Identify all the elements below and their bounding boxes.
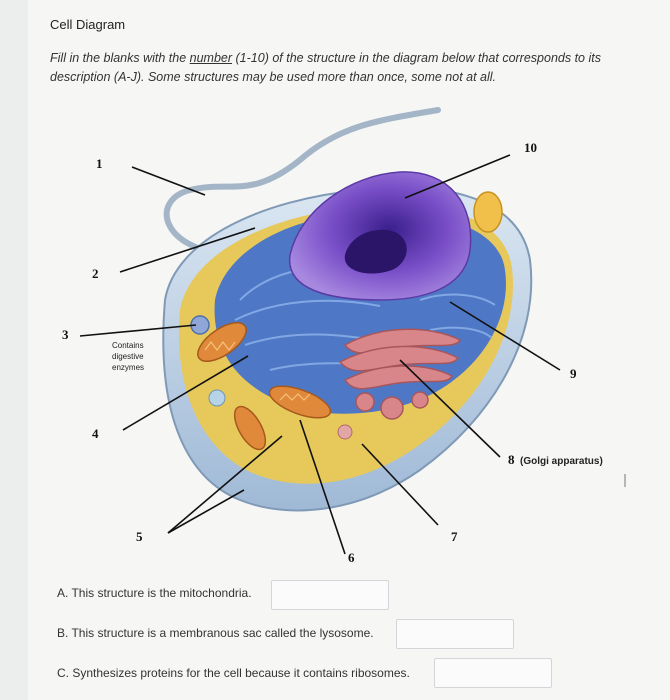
label-2: 2 — [92, 266, 99, 281]
label-3: 3 — [62, 327, 69, 342]
question-c: C. Synthesizes proteins for the cell bec… — [57, 666, 410, 680]
label-10: 10 — [524, 140, 537, 155]
answer-c-input[interactable] — [434, 658, 552, 688]
question-a-letter: A. — [57, 586, 69, 600]
vesicle — [337, 424, 353, 440]
annotation-line-3: enzymes — [112, 363, 144, 372]
mitochondria — [197, 321, 332, 451]
golgi-apparatus — [338, 328, 462, 420]
instructions: Fill in the blanks with the number (1-10… — [50, 49, 630, 87]
label-7: 7 — [451, 529, 458, 544]
question-b: B. This structure is a membranous sac ca… — [57, 626, 374, 640]
label-9: 9 — [570, 366, 577, 381]
question-a-text: This structure is the mitochondria. — [71, 586, 252, 600]
label-1: 1 — [96, 156, 103, 171]
mitochondria-cristae — [204, 341, 311, 401]
vacuole — [473, 191, 503, 233]
vesicle — [208, 389, 226, 407]
instructions-prefix: Fill in the blanks with the — [50, 51, 190, 65]
annotation-line-1: Contains — [112, 341, 144, 350]
flagellum — [163, 107, 441, 258]
question-c-text: Synthesizes proteins for the cell becaus… — [72, 666, 410, 680]
cell-diagram: 1 2 3 4 5 6 7 8 9 10 (Golgi apparatus) C… — [62, 107, 626, 565]
answer-b-input[interactable] — [396, 619, 514, 649]
label-4: 4 — [92, 426, 99, 441]
page-title: Cell Diagram — [50, 17, 126, 32]
leader-lines — [79, 154, 561, 555]
label-5: 5 — [136, 529, 143, 544]
question-c-letter: C. — [57, 666, 69, 680]
nucleolus — [344, 229, 407, 274]
instructions-suffix: (1-10) of the structure in the diagram b… — [50, 51, 601, 84]
question-a: A. This structure is the mitochondria. — [57, 586, 252, 600]
instructions-underlined: number — [189, 51, 233, 65]
annotation-line-2: digestive — [112, 352, 144, 361]
answer-a-input[interactable] — [271, 580, 389, 610]
label-8: 8 — [508, 452, 515, 467]
label-8-note: (Golgi apparatus) — [520, 456, 603, 467]
question-b-text: This structure is a membranous sac calle… — [71, 626, 374, 640]
label-6: 6 — [348, 550, 355, 565]
question-b-letter: B. — [57, 626, 69, 640]
